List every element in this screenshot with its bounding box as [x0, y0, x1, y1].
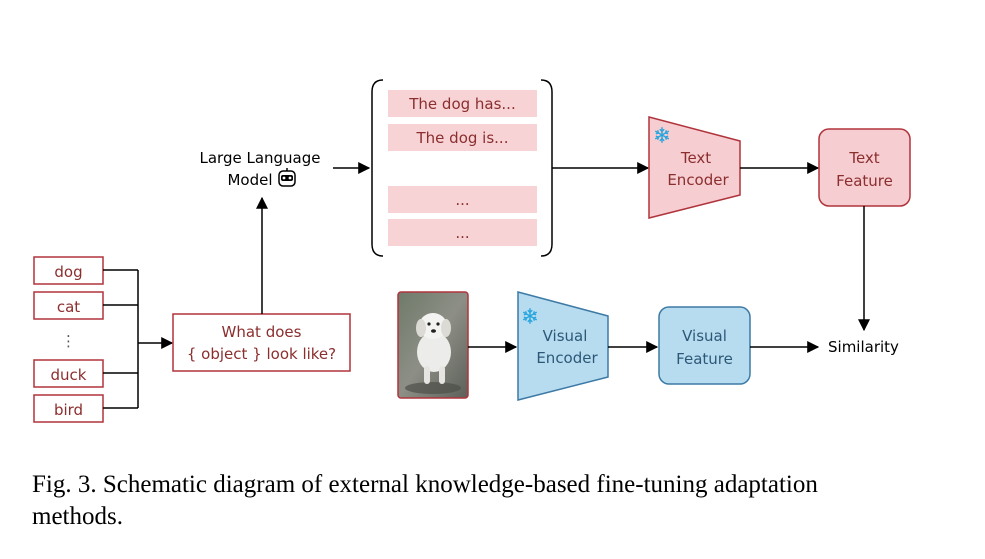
class-label: bird [54, 401, 83, 419]
descriptions-group: The dog has... The dog is... ... ... [371, 79, 553, 257]
text-feature-line-2: Feature [836, 172, 893, 190]
visual-encoder-line-2: Encoder [536, 349, 598, 367]
svg-text:...: ... [455, 191, 469, 209]
right-brace [540, 79, 553, 257]
class-connectors [103, 269, 139, 409]
description-item: The dog is... [388, 124, 537, 151]
text-encoder-line-1: Text [680, 149, 711, 167]
svg-text:The dog has...: The dog has... [408, 95, 515, 113]
class-label: cat [57, 298, 80, 316]
visual-feature-line-2: Feature [676, 350, 733, 368]
figure-caption: Fig. 3. Schematic diagram of external kn… [32, 471, 818, 530]
caption-line-2: methods. [32, 503, 123, 530]
prompt-box: What does { object } look like? [172, 313, 351, 372]
text-feature-line-1: Text [848, 149, 879, 167]
left-brace [371, 79, 384, 257]
llm-line-2: Model [227, 171, 272, 189]
llm-label: Large Language Model [200, 149, 321, 189]
description-item: ... [388, 186, 537, 213]
text-encoder-line-2: Encoder [667, 171, 729, 189]
class-label: duck [51, 366, 87, 384]
class-label: dog [54, 263, 82, 281]
svg-text:...: ... [455, 224, 469, 242]
robot-icon [278, 168, 296, 187]
class-box-dog: dog [33, 256, 104, 285]
visual-encoder-line-1: Visual [543, 327, 588, 345]
class-ellipsis: ⋮ [61, 332, 76, 350]
text-feature: Text Feature [818, 128, 911, 207]
prompt-line-2: { object } look like? [187, 345, 336, 363]
description-item: The dog has... [388, 90, 537, 117]
text-encoder: Text Encoder [648, 116, 741, 219]
visual-encoder: Visual Encoder [517, 291, 609, 401]
class-box-bird: bird [33, 394, 104, 423]
class-box-cat: cat [33, 291, 104, 320]
dog-photo [397, 291, 469, 399]
similarity-label: Similarity [828, 338, 899, 356]
llm-line-1: Large Language [200, 149, 321, 167]
class-list: dog cat ⋮ duck bird [33, 256, 104, 423]
svg-text:The dog is...: The dog is... [416, 129, 509, 147]
caption-line-1: Fig. 3. Schematic diagram of external kn… [32, 471, 818, 498]
visual-feature-line-1: Visual [682, 327, 727, 345]
visual-feature: Visual Feature [658, 306, 751, 385]
class-box-duck: duck [33, 359, 104, 388]
prompt-line-1: What does [222, 323, 302, 341]
description-item: ... [388, 219, 537, 246]
